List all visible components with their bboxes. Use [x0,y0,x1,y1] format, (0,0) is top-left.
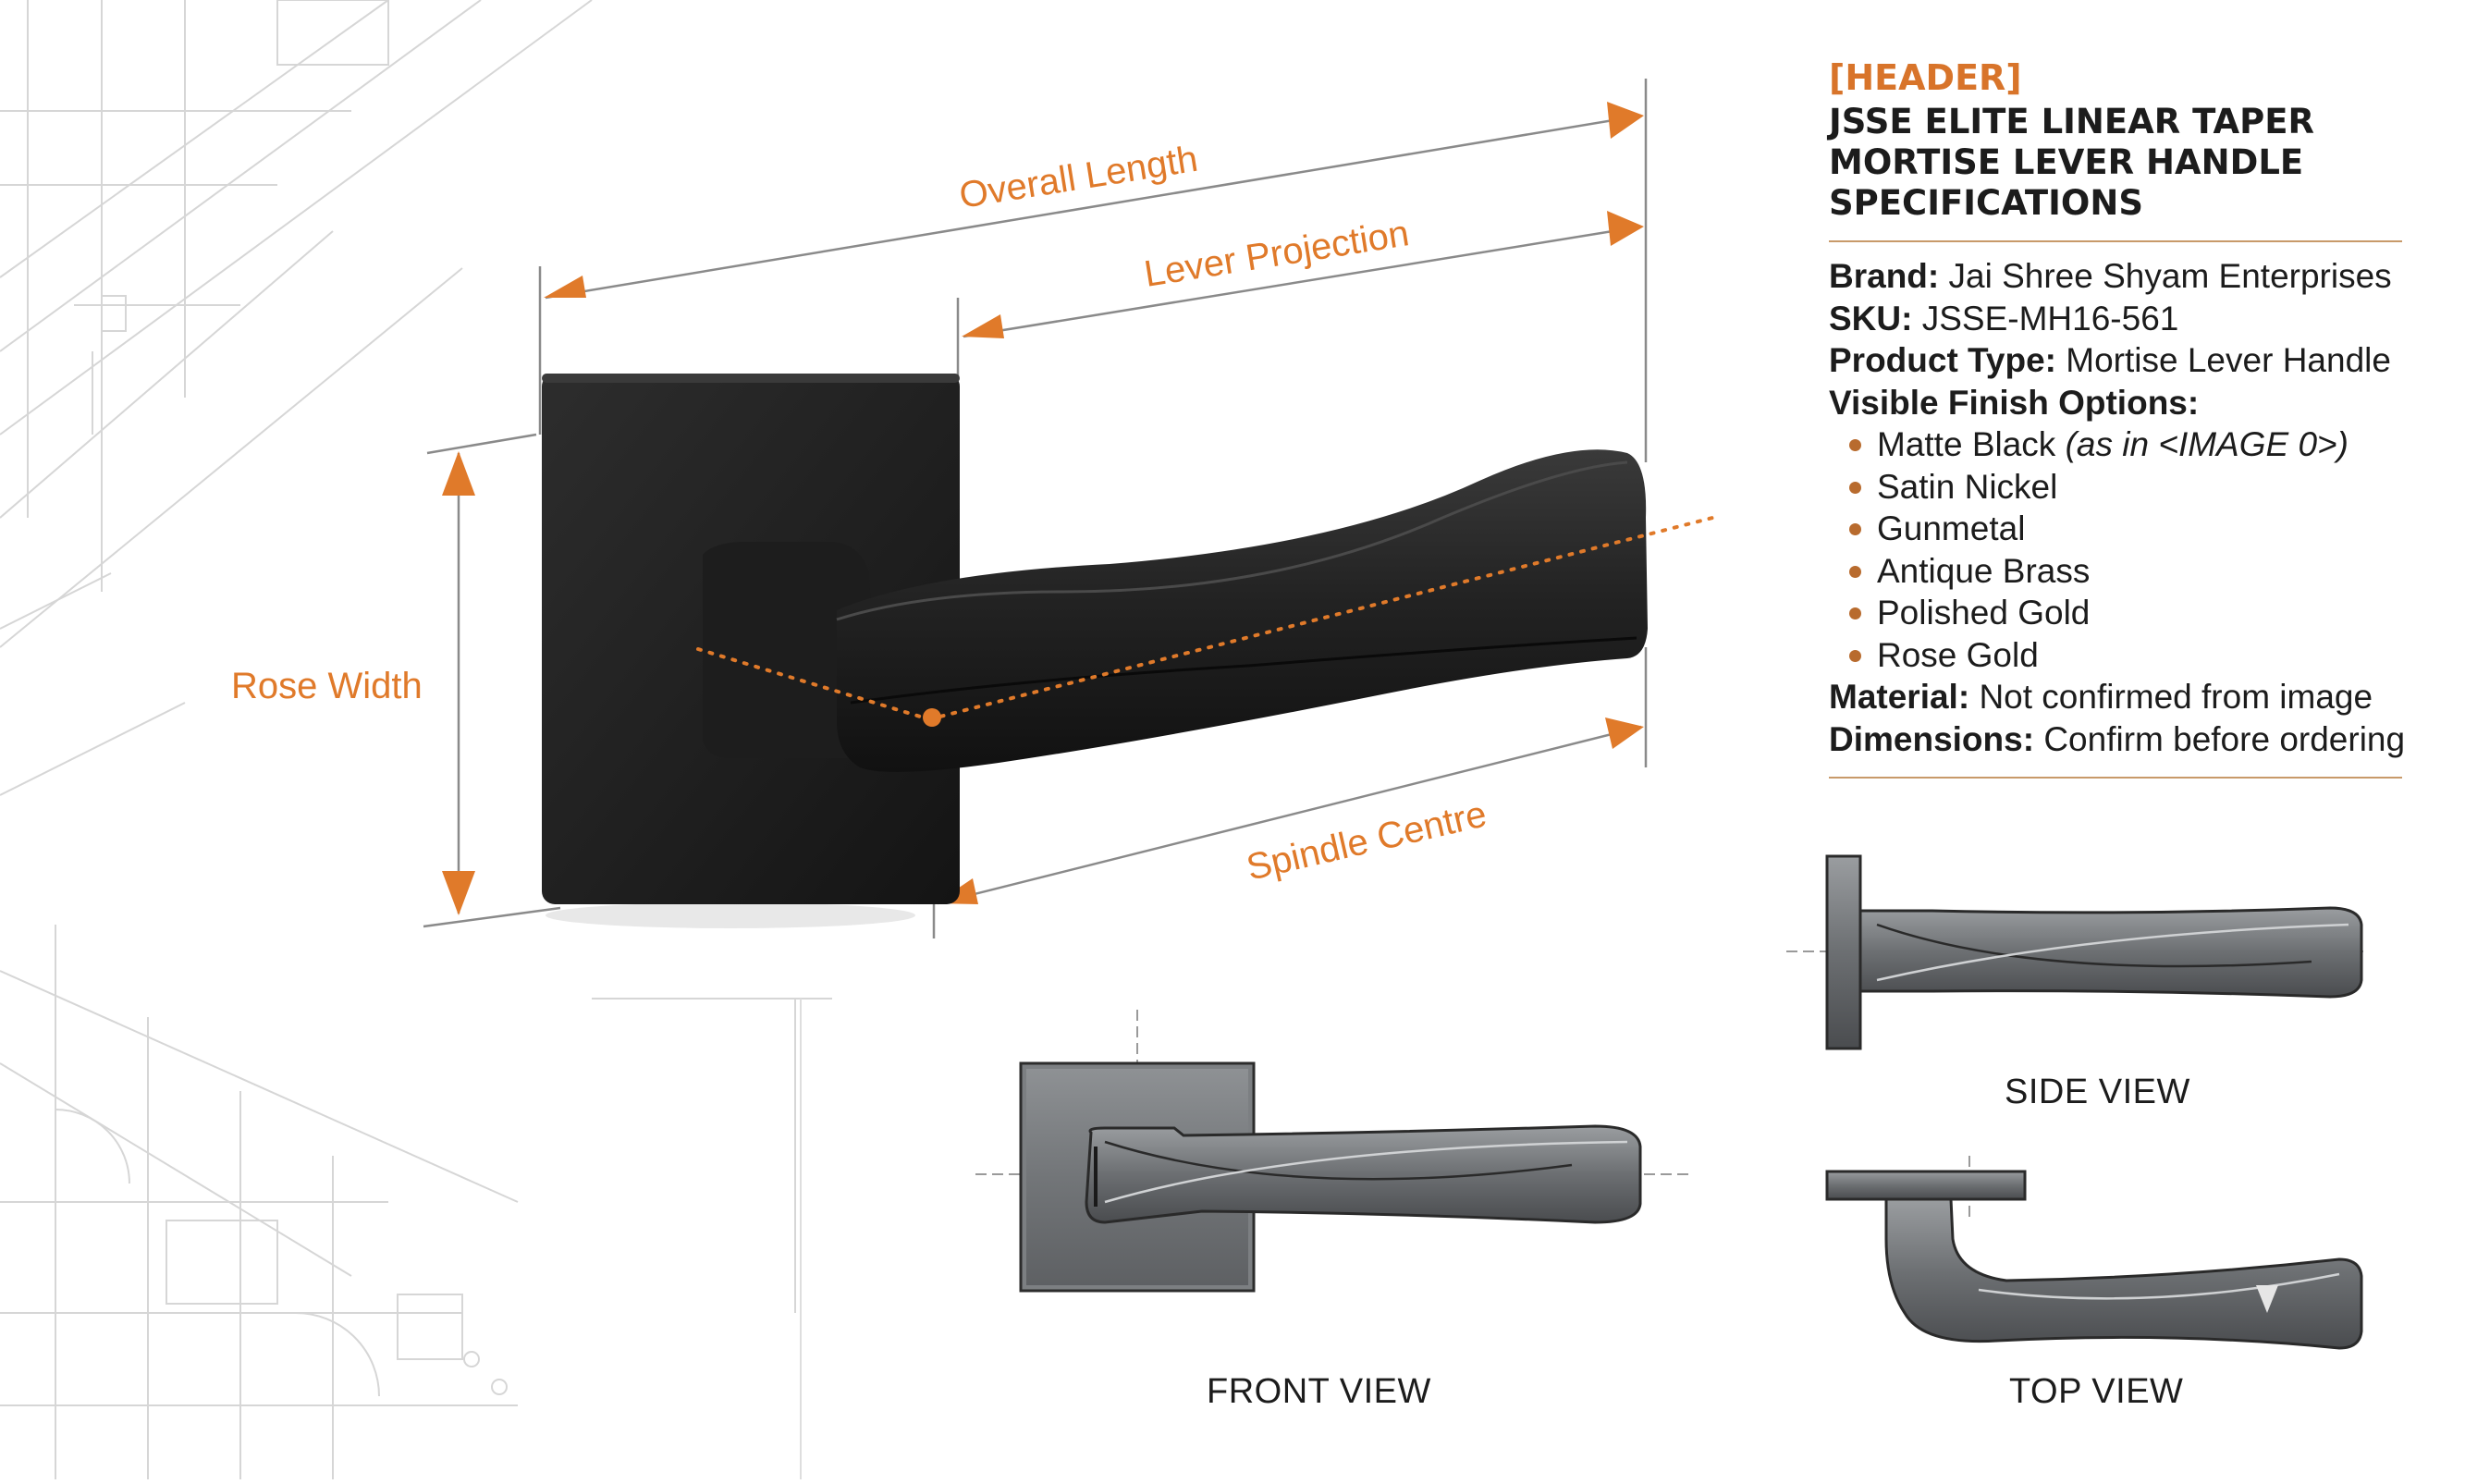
finish-note: (as in <IMAGE 0>) [2065,425,2348,463]
blueprint-background [0,0,832,1479]
spec-finish-heading: Visible Finish Options: [1829,383,2200,422]
list-item: Satin Nickel [1846,466,2421,509]
title-line: SPECIFICATIONS [1829,183,2143,223]
spindle-centre-label: Spindle Centre [1243,793,1490,888]
spindle-axis [696,647,931,721]
front-view-label: FRONT VIEW [1207,1372,1431,1411]
rose-width-label: Rose Width [231,666,423,706]
side-view-drawing [1786,854,2367,1050]
top-view-label: TOP VIEW [2009,1372,2184,1411]
lever-projection-line [963,225,1642,338]
lever-arm [837,449,1648,772]
divider [1829,777,2402,779]
page-title: JSSE ELITE LINEAR TAPER MORTISE LEVER HA… [1829,102,2421,224]
divider [1829,240,2402,242]
lever-neck [703,542,878,758]
spec-sku: SKU: JSSE-MH16-561 [1829,299,2179,337]
title-line: JSSE ELITE LINEAR TAPER [1829,102,2315,141]
arrowhead [1605,717,1644,749]
spec-product-type: Product Type: Mortise Lever Handle [1829,341,2391,379]
finish-list: Matte Black (as in <IMAGE 0>) Satin Nick… [1829,423,2421,676]
spec-brand: Brand: Jai Shree Shyam Enterprises [1829,257,2392,295]
spec-dimensions: Dimensions: Confirm before ordering [1829,719,2406,758]
list-item: Gunmetal [1846,508,2421,550]
lever-projection-label: Lever Projection [1142,213,1412,295]
arrowhead [962,314,1004,338]
spec-material: Material: Not confirmed from image [1829,678,2373,716]
arrowhead [544,276,586,298]
header-tag: [HEADER] [1829,57,2022,98]
dimension-arrowheads [442,102,1644,915]
arrowhead [1607,211,1644,246]
side-view-label: SIDE VIEW [2005,1073,2190,1111]
arrowhead [1607,102,1644,139]
title-line: MORTISE LEVER HANDLE [1829,142,2304,182]
list-item: Antique Brass [1846,550,2421,593]
list-item: Matte Black (as in <IMAGE 0>) [1846,423,2421,466]
front-view-drawing [975,1010,1692,1293]
spindle-centre-line [937,725,1642,905]
top-view-drawing [1825,1156,2363,1350]
spec-panel: [HEADER] JSSE ELITE LINEAR TAPER MORTISE… [1829,57,2421,791]
dimension-lines [457,114,1642,914]
spindle-centre-point [923,708,941,727]
overall-length-line [545,114,1642,300]
list-item: Polished Gold [1846,592,2421,634]
overall-length-label: Overall Length [957,139,1201,216]
list-item: Rose Gold [1846,634,2421,677]
arrowhead [442,871,475,915]
arrowhead [442,451,475,496]
handle-main-render [542,374,1722,928]
